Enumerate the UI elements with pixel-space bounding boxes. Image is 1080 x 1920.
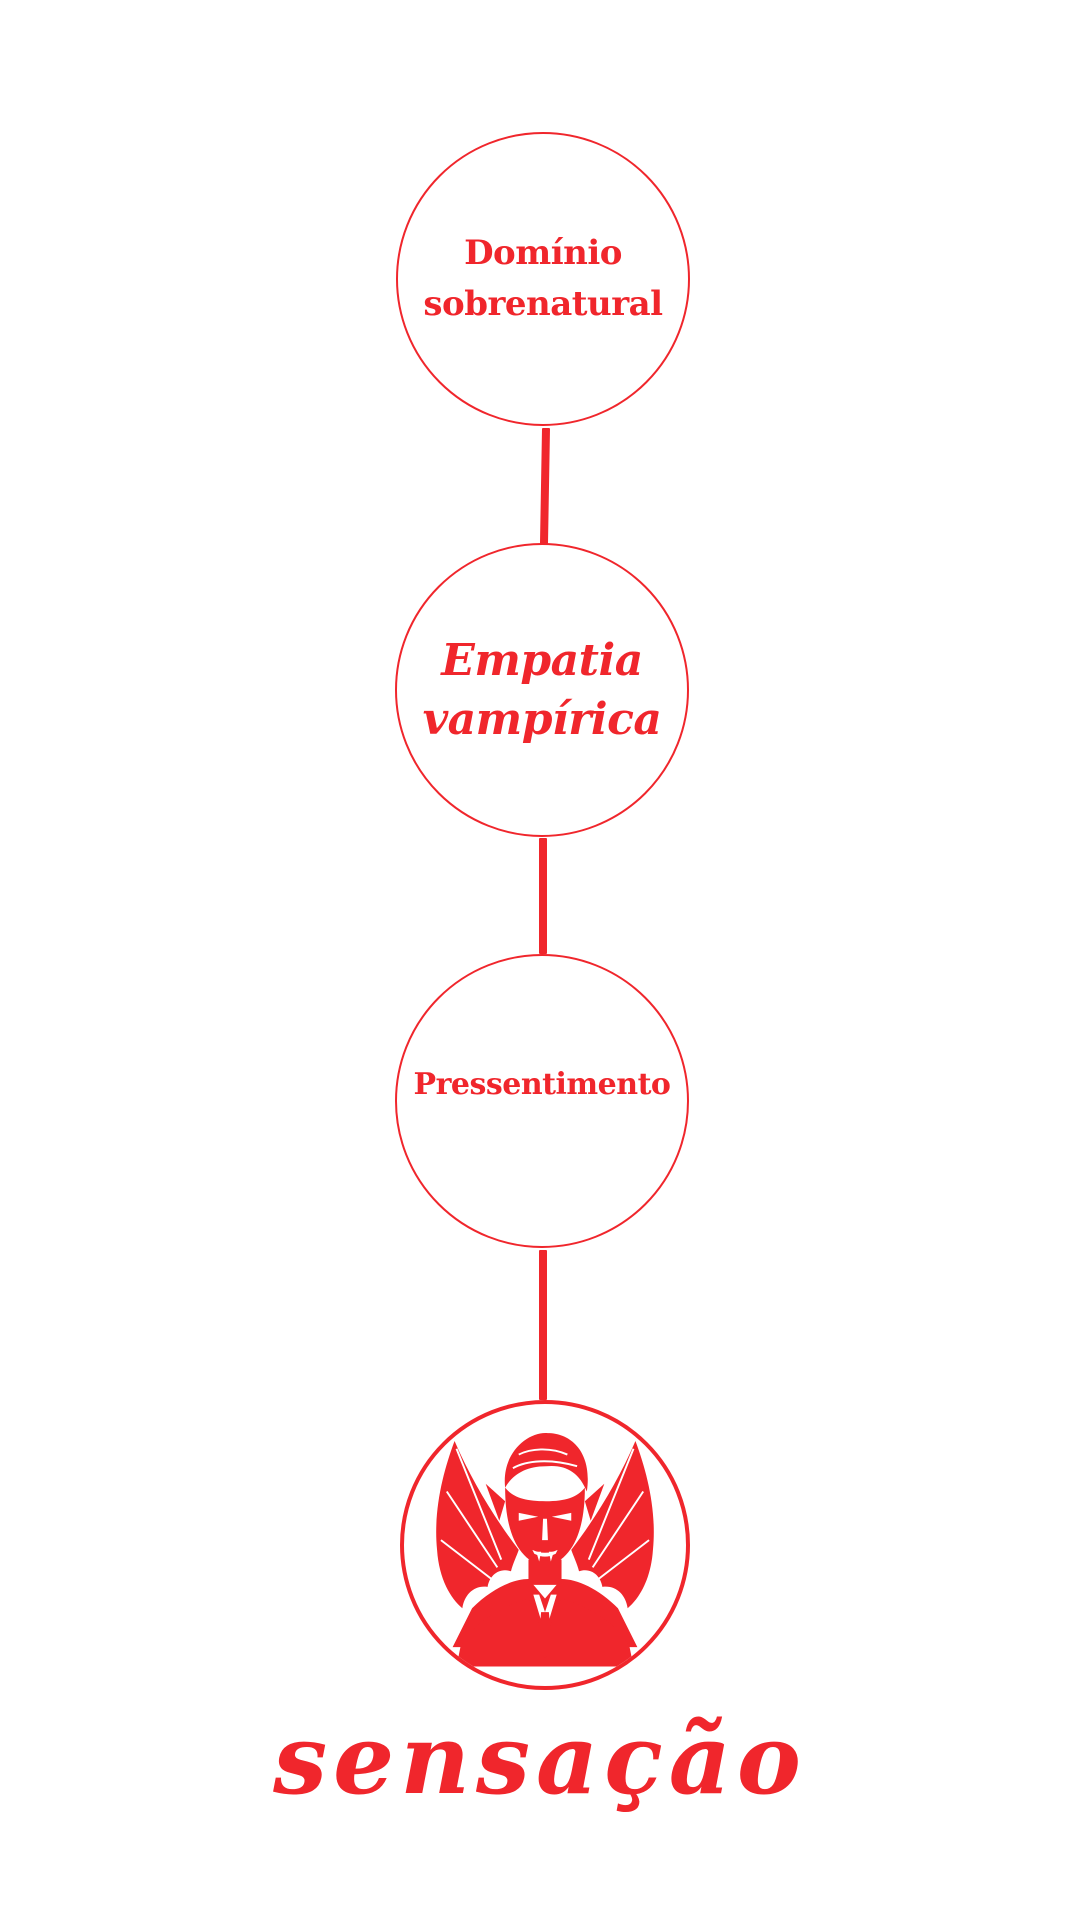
vampire-bust-with-bat-wings-icon bbox=[436, 1433, 654, 1667]
connector-line bbox=[539, 838, 547, 954]
node-label-line: sobrenatural bbox=[423, 284, 663, 324]
diagram-title: sensação bbox=[273, 1703, 807, 1816]
connector-line bbox=[539, 427, 551, 545]
diagram-node-empatia-vampirica: Empatia vampírica bbox=[395, 543, 689, 837]
diagram-node-dominio-sobrenatural: Domínio sobrenatural bbox=[396, 132, 690, 426]
node-label-line: vampírica bbox=[422, 694, 662, 745]
node-label-line: Empatia bbox=[441, 634, 643, 686]
node-label-line: Pressentimento bbox=[413, 1066, 671, 1102]
vampire-emblem bbox=[400, 1400, 690, 1690]
connector-line bbox=[539, 1250, 547, 1400]
node-label-line: Domínio bbox=[464, 233, 622, 273]
diagram-node-pressentimento: Pressentimento bbox=[395, 954, 689, 1248]
